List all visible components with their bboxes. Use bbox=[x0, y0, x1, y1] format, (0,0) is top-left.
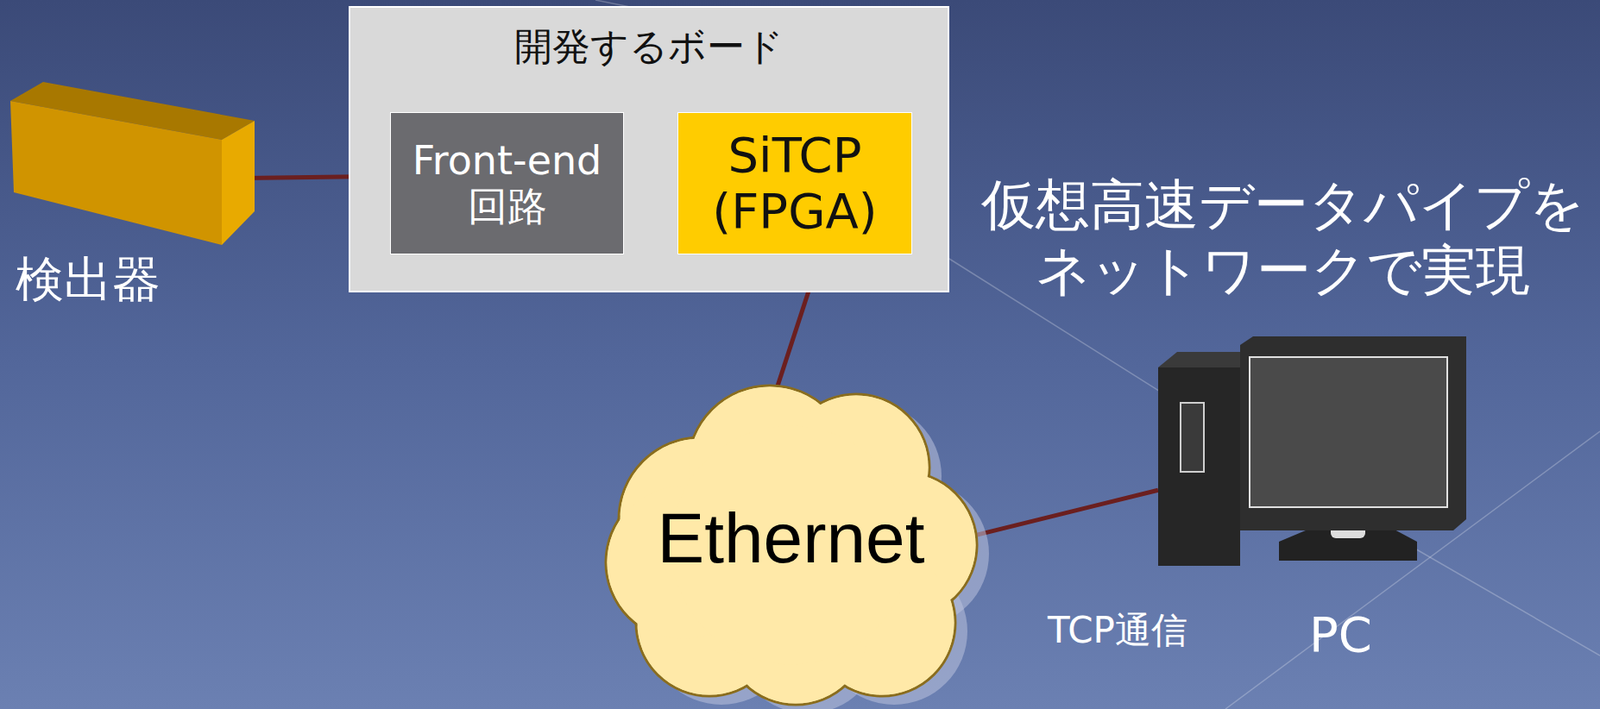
monitor-body bbox=[1240, 336, 1467, 531]
detector: 検出器 bbox=[10, 81, 255, 246]
node-text: Ethernet bbox=[657, 497, 926, 580]
detector-side-face bbox=[221, 120, 255, 246]
panel-title: 開発するボード bbox=[350, 25, 948, 70]
tower-body bbox=[1158, 367, 1241, 567]
headline-note: 仮想高速データパイプを ネットワークで実現 bbox=[970, 172, 1595, 303]
tower-top bbox=[1158, 352, 1254, 368]
node-label: PC bbox=[1309, 607, 1373, 663]
protocol-label: TCP通信 bbox=[1044, 609, 1191, 653]
board-panel: 開発するボード Front-end 回路 SiTCP (FPGA) bbox=[348, 6, 950, 293]
frontend-box: Front-end 回路 bbox=[390, 112, 624, 255]
node-text: Front-end 回路 bbox=[401, 138, 613, 230]
node-label: 検出器 bbox=[15, 251, 161, 308]
sitcp-box: SiTCP (FPGA) bbox=[677, 112, 913, 255]
tower-slot bbox=[1180, 403, 1204, 473]
detector-illustration bbox=[10, 81, 255, 246]
node-text: SiTCP (FPGA) bbox=[688, 127, 901, 240]
monitor-screen bbox=[1249, 357, 1448, 508]
pc-illustration bbox=[1158, 336, 1467, 567]
detector-front-face bbox=[10, 100, 222, 246]
connector-line bbox=[976, 490, 1159, 536]
pc: PC bbox=[1158, 336, 1467, 567]
ethernet-cloud: Ethernet bbox=[597, 372, 985, 705]
